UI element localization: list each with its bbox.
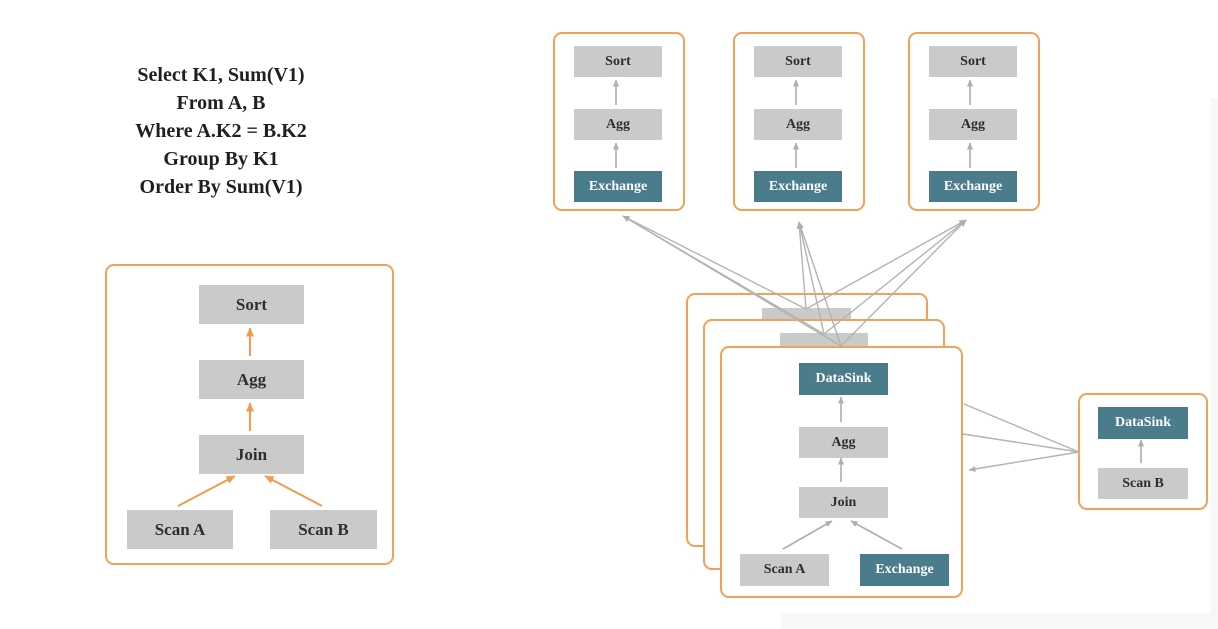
plan-node-join: Join xyxy=(799,487,888,518)
sort-fragment-box-2: Sort Agg Exchange xyxy=(733,32,865,211)
plan-node-agg: Agg xyxy=(754,109,842,140)
plan-node-scan-b: Scan B xyxy=(270,510,377,549)
plan-node-scan-a: Scan A xyxy=(740,554,829,586)
plan-node-join: Join xyxy=(199,435,304,474)
broadcast-arrow xyxy=(963,403,1080,453)
plan-node-sort: Sort xyxy=(929,46,1017,77)
single-node-plan-box: Sort Agg Join Scan A Scan B xyxy=(105,264,394,565)
sql-line: Select K1, Sum(V1) xyxy=(137,64,305,86)
plan-node-agg: Agg xyxy=(799,427,888,458)
scan-b-fragment-box: DataSink Scan B xyxy=(1078,393,1208,510)
plan-node-exchange: Exchange xyxy=(754,171,842,202)
broadcast-arrow xyxy=(962,433,1080,453)
plan-node-scan-b: Scan B xyxy=(1098,468,1188,499)
join-fragment-box-front: DataSink Agg Join Scan A Exchange xyxy=(720,346,963,598)
plan-node-scan-a: Scan A xyxy=(127,510,233,549)
sql-line: Where A.K2 = B.K2 xyxy=(135,120,307,142)
plan-node-exchange: Exchange xyxy=(860,554,949,586)
sql-line: Order By Sum(V1) xyxy=(139,176,303,198)
plan-node-datasink: DataSink xyxy=(1098,407,1188,439)
plan-node-sort: Sort xyxy=(199,285,304,324)
plan-node-sort: Sort xyxy=(754,46,842,77)
bottom-right-strip xyxy=(781,613,1218,629)
sort-fragment-box-3: Sort Agg Exchange xyxy=(908,32,1040,211)
plan-node-sort: Sort xyxy=(574,46,662,77)
plan-node-datasink: DataSink xyxy=(799,363,888,395)
plan-node-exchange: Exchange xyxy=(929,171,1017,202)
sql-query-text: Select K1, Sum(V1) From A, B Where A.K2 … xyxy=(74,61,368,201)
plan-node-agg: Agg xyxy=(929,109,1017,140)
plan-node-exchange: Exchange xyxy=(574,171,662,202)
right-edge-strip xyxy=(1211,98,1218,629)
plan-node-agg: Agg xyxy=(574,109,662,140)
sort-fragment-box-1: Sort Agg Exchange xyxy=(553,32,685,211)
sql-line: Group By K1 xyxy=(163,148,279,170)
broadcast-arrow xyxy=(968,451,1080,472)
plan-node-agg: Agg xyxy=(199,360,304,399)
join-fragment-back-datasink-peek xyxy=(762,308,851,319)
scan-b-broadcast-arrows xyxy=(962,403,1080,472)
sql-line: From A, B xyxy=(176,92,266,114)
join-fragment-middle-datasink-peek xyxy=(780,333,868,346)
